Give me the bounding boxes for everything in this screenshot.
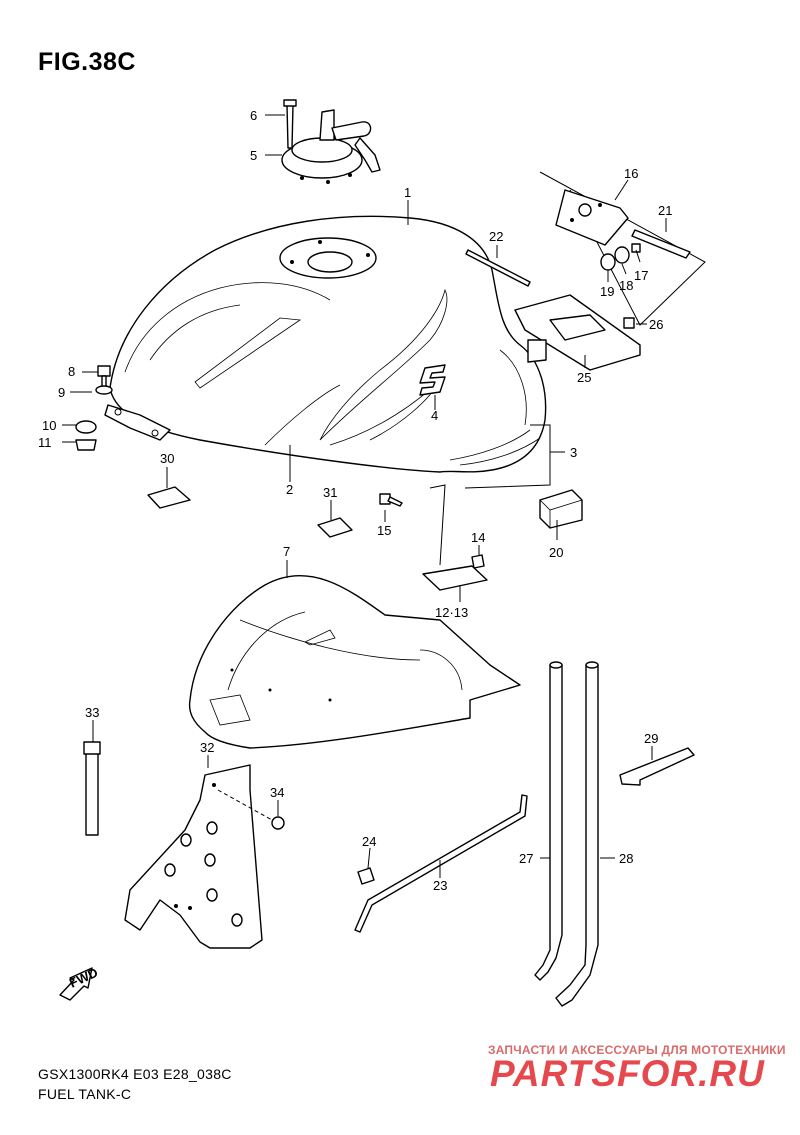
callout-33: 33 xyxy=(85,705,99,720)
callout-19: 19 xyxy=(600,284,614,299)
callout-30: 30 xyxy=(160,451,174,466)
watermark-tagline: ЗАПЧАСТИ И АКСЕССУАРЫ ДЛЯ МОТОТЕХНИКИ xyxy=(488,1043,786,1057)
callout-3: 3 xyxy=(570,445,577,460)
callout-32: 32 xyxy=(200,740,214,755)
callout-2: 2 xyxy=(286,482,293,497)
callout-18: 18 xyxy=(619,278,633,293)
callout-6: 6 xyxy=(250,108,257,123)
callout-21: 21 xyxy=(658,203,672,218)
callout-31: 31 xyxy=(323,485,337,500)
heat-shield-plate[interactable] xyxy=(124,764,263,949)
cushion-pads[interactable] xyxy=(147,486,353,538)
callout-1: 1 xyxy=(404,185,411,200)
watermark-brand: PARTSFOR.RU xyxy=(490,1053,765,1094)
hose-clamp-bracket[interactable] xyxy=(619,747,695,786)
shield-screw[interactable] xyxy=(217,789,285,830)
tank-bottom-cover[interactable] xyxy=(188,575,521,749)
rear-mount-bracket[interactable] xyxy=(539,171,706,326)
callout-9: 9 xyxy=(58,385,65,400)
callout-22: 22 xyxy=(489,229,503,244)
callout-16: 16 xyxy=(624,166,638,181)
callout-24: 24 xyxy=(362,834,376,849)
callout-26: 26 xyxy=(649,317,663,332)
callout-34: 34 xyxy=(270,785,284,800)
callout-10: 10 xyxy=(42,418,56,433)
breather-rod[interactable] xyxy=(354,794,528,933)
model-code: GSX1300RK4 E03 E28_038C xyxy=(38,1066,232,1082)
rubber-block[interactable] xyxy=(539,489,583,529)
callout-28: 28 xyxy=(619,851,633,866)
callout-4: 4 xyxy=(431,408,438,423)
callout-29: 29 xyxy=(644,731,658,746)
fuel-tank[interactable] xyxy=(104,215,547,473)
side-bolts-and-washers[interactable] xyxy=(75,365,113,451)
callout-12-13: 12·13 xyxy=(435,605,468,620)
figure-title: FIG.38C xyxy=(38,48,136,76)
forward-direction-arrow: FWD xyxy=(59,965,100,1001)
callout-labels: 1 2 3 4 5 6 7 8 9 10 11 12·13 14 15 16 1… xyxy=(38,108,672,893)
callout-7: 7 xyxy=(283,544,290,559)
section-name: FUEL TANK-C xyxy=(38,1086,132,1102)
callout-14: 14 xyxy=(471,530,485,545)
tank-clips[interactable] xyxy=(379,484,488,591)
callout-20: 20 xyxy=(549,545,563,560)
drain-hoses[interactable] xyxy=(534,661,599,1007)
callout-15: 15 xyxy=(377,523,391,538)
callout-23: 23 xyxy=(433,878,447,893)
callout-8: 8 xyxy=(68,364,75,379)
callout-25: 25 xyxy=(577,370,591,385)
mounting-bolt-and-bracket[interactable] xyxy=(465,249,641,371)
band-strap[interactable] xyxy=(83,741,101,836)
callout-leaders xyxy=(62,114,667,878)
callout-17: 17 xyxy=(634,268,648,283)
callout-5: 5 xyxy=(250,148,257,163)
callout-11: 11 xyxy=(38,435,52,450)
callout-27: 27 xyxy=(519,851,533,866)
fuel-cap-assembly[interactable] xyxy=(281,99,381,184)
